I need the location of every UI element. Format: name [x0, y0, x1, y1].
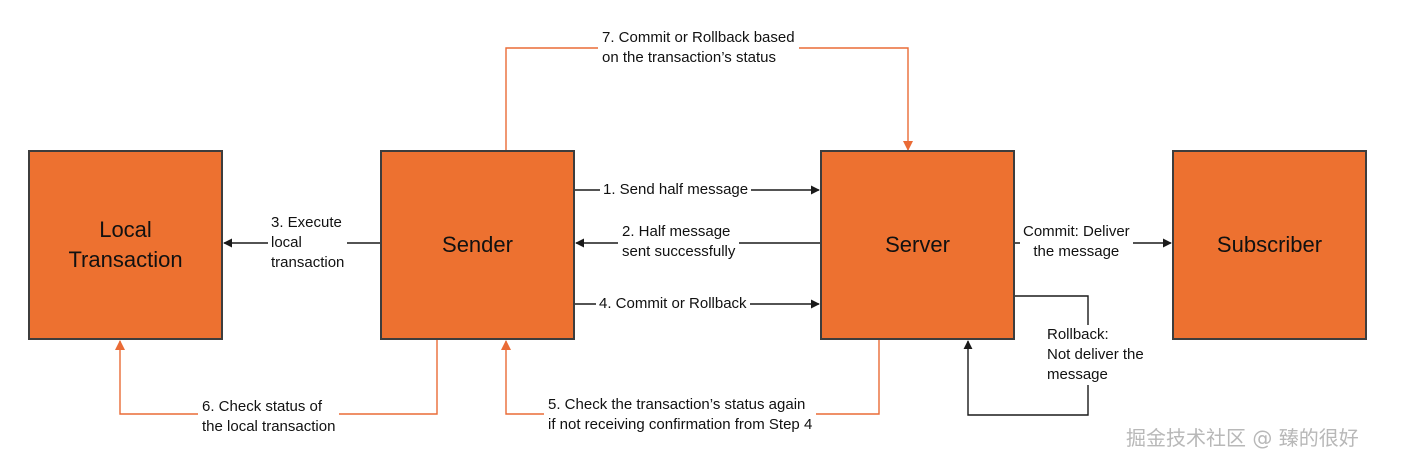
node-local-transaction-label: Local Transaction — [68, 217, 183, 272]
node-local-transaction: Local Transaction — [28, 150, 223, 340]
watermark: 掘金技术社区 @ 臻的很好 — [1126, 426, 1359, 450]
label-step2: 2. Half message sent successfully — [618, 222, 740, 262]
label-step1: 1. Send half message — [600, 180, 752, 200]
node-subscriber-label: Subscriber — [1216, 232, 1323, 257]
label-step6: 6. Check status of the local transaction — [198, 397, 340, 437]
label-step3: 3. Execute local transaction — [268, 213, 348, 273]
label-rollback: Rollback: Not deliver the message — [1044, 325, 1147, 385]
node-server-label: Server — [885, 232, 950, 257]
node-sender-label: Sender — [442, 232, 513, 257]
node-sender: Sender — [380, 150, 575, 340]
node-server: Server — [820, 150, 1015, 340]
edge-rollback-not-deliver — [963, 295, 1089, 416]
label-step7: 7. Commit or Rollback based on the trans… — [598, 28, 799, 68]
label-commit: Commit: Deliver the message — [1020, 222, 1133, 262]
node-subscriber: Subscriber — [1172, 150, 1367, 340]
label-step4: 4. Commit or Rollback — [596, 294, 750, 314]
label-step5: 5. Check the transaction’s status again … — [544, 395, 817, 435]
